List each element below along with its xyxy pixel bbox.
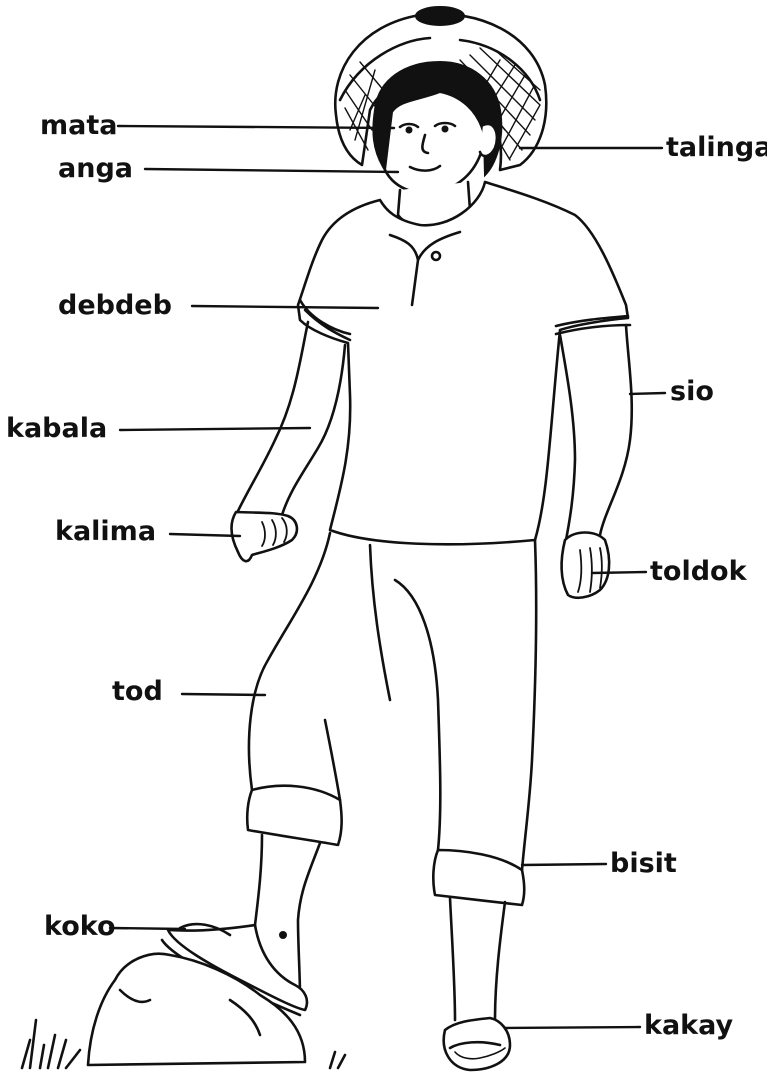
label-kalima: kalima — [55, 518, 156, 545]
leader-line-kabala — [120, 428, 310, 430]
leader-line-kalima — [170, 534, 240, 536]
label-tod: tod — [112, 678, 163, 705]
leader-line-sio — [630, 393, 665, 394]
label-kabala: kabala — [6, 415, 107, 442]
label-sio: sio — [670, 378, 714, 405]
leader-line-toldok — [592, 572, 646, 573]
leader-line-koko — [110, 928, 185, 929]
label-koko: koko — [44, 913, 116, 940]
label-talinga: talinga — [666, 134, 767, 161]
label-toldok: toldok — [650, 558, 747, 585]
label-anga: anga — [58, 155, 133, 182]
shirt — [298, 182, 630, 544]
leader-line-anga — [145, 169, 398, 172]
leader-line-kakay — [505, 1027, 640, 1028]
label-bisit: bisit — [610, 850, 677, 877]
leader-line-bisit — [522, 864, 606, 865]
pants — [247, 533, 536, 905]
label-mata: mata — [40, 112, 117, 139]
label-debdeb: debdeb — [58, 292, 172, 319]
leader-line-tod — [182, 694, 265, 695]
label-kakay: kakay — [644, 1012, 733, 1039]
